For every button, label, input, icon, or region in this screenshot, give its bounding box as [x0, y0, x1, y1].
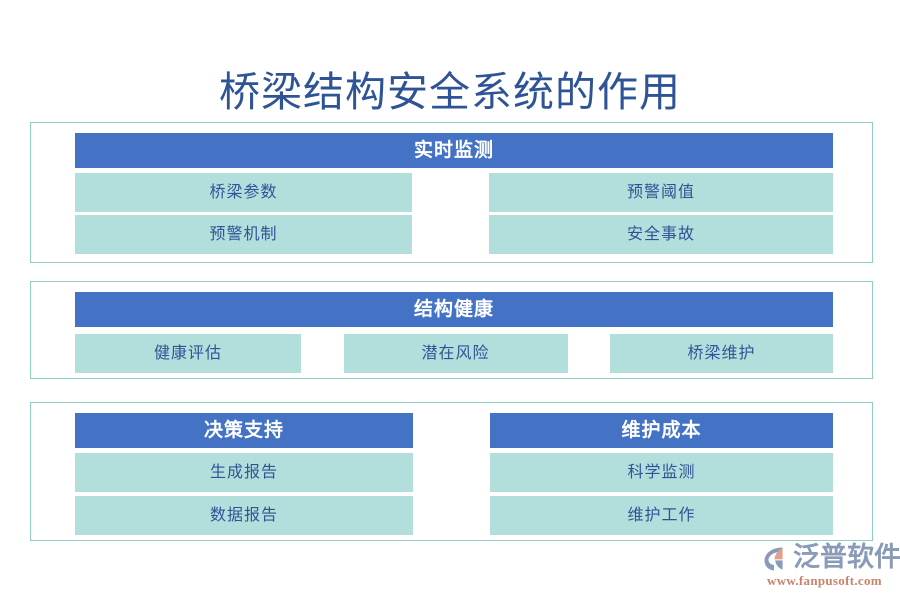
- fanpu-logo-icon: [762, 545, 790, 573]
- section-1-header: 实时监测: [75, 133, 833, 168]
- section-3-group-grid: 决策支持 生成报告 数据报告 维护成本 科学监测 维护工作: [75, 413, 833, 535]
- section-1-content: 实时监测 桥梁参数 预警阈值 预警机制 安全事故: [75, 133, 833, 254]
- item-chip[interactable]: 科学监测: [490, 453, 833, 492]
- section-3-content: 决策支持 生成报告 数据报告 维护成本 科学监测 维护工作: [75, 413, 833, 535]
- item-chip[interactable]: 健康评估: [75, 334, 301, 373]
- page-title: 桥梁结构安全系统的作用: [219, 69, 681, 115]
- group-decision-support: 决策支持 生成报告 数据报告: [75, 413, 413, 535]
- section-2-header: 结构健康: [75, 292, 833, 327]
- section-3-group-1-header: 决策支持: [75, 413, 413, 448]
- item-chip[interactable]: 安全事故: [489, 215, 833, 254]
- section-real-time-monitoring: 实时监测 桥梁参数 预警阈值 预警机制 安全事故: [30, 122, 873, 263]
- section-2-content: 结构健康 健康评估 潜在风险 桥梁维护: [75, 292, 833, 373]
- section-structural-health: 结构健康 健康评估 潜在风险 桥梁维护: [30, 281, 873, 379]
- item-chip[interactable]: 预警阈值: [489, 173, 833, 212]
- item-chip[interactable]: 预警机制: [75, 215, 412, 254]
- section-1-item-grid: 桥梁参数 预警阈值 预警机制 安全事故: [75, 173, 833, 254]
- item-chip[interactable]: 桥梁维护: [610, 334, 833, 373]
- logo-website-url: www.fanpusoft.com: [767, 573, 882, 588]
- section-decision-and-cost: 决策支持 生成报告 数据报告 维护成本 科学监测 维护工作: [30, 402, 873, 541]
- item-chip[interactable]: 生成报告: [75, 453, 413, 492]
- brand-logo: 泛普软件 www.fanpusoft.com: [760, 542, 900, 589]
- group-maintenance-cost: 维护成本 科学监测 维护工作: [490, 413, 833, 535]
- logo-company-name: 泛普软件: [793, 542, 900, 572]
- section-2-item-grid: 健康评估 潜在风险 桥梁维护: [75, 334, 833, 373]
- item-chip[interactable]: 潜在风险: [343, 334, 568, 373]
- section-3-group-2-header: 维护成本: [490, 413, 833, 448]
- item-chip[interactable]: 桥梁参数: [75, 173, 412, 212]
- item-chip[interactable]: 数据报告: [75, 496, 413, 535]
- item-chip[interactable]: 维护工作: [490, 496, 833, 535]
